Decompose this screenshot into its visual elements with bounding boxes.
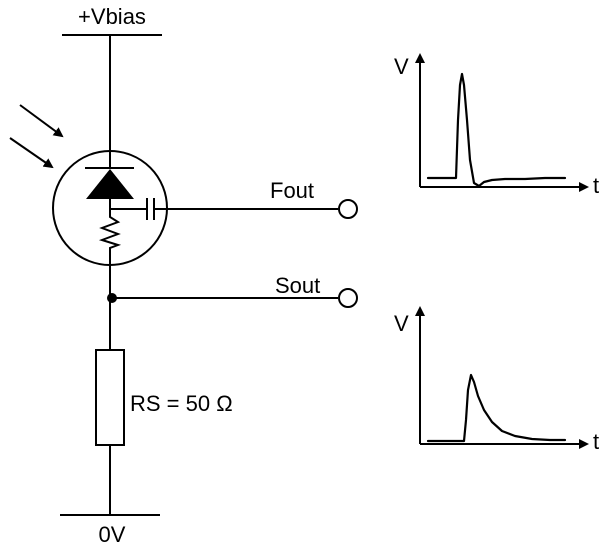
- slow-graph-y-label: V: [394, 311, 409, 336]
- slow-output-terminal: [338, 288, 358, 308]
- light-arrow-1: [19, 104, 64, 138]
- sense-resistor-label: RS = 50 Ω: [130, 391, 233, 416]
- photodiode-symbol: [85, 140, 134, 210]
- fast-graph-y-label: V: [394, 54, 409, 79]
- slow-output-label: Sout: [275, 273, 320, 298]
- slow-pulse-trace: [426, 373, 567, 443]
- slow-pulse-graph: V t: [394, 306, 599, 454]
- fast-output-label: Fout: [270, 178, 314, 203]
- sense-resistor: [95, 349, 125, 446]
- light-arrow-2: [9, 137, 54, 169]
- slow-graph-x-label: t: [593, 429, 599, 454]
- ground-label: 0V: [99, 522, 126, 547]
- fast-output-terminal: [338, 199, 358, 219]
- fast-pulse-graph: V t: [394, 53, 599, 198]
- fast-pulse-trace: [426, 72, 567, 188]
- vbias-label: +Vbias: [78, 4, 146, 29]
- fast-graph-x-label: t: [593, 173, 599, 198]
- quench-resistor: [98, 210, 122, 265]
- fast-output-capacitor: [110, 198, 155, 220]
